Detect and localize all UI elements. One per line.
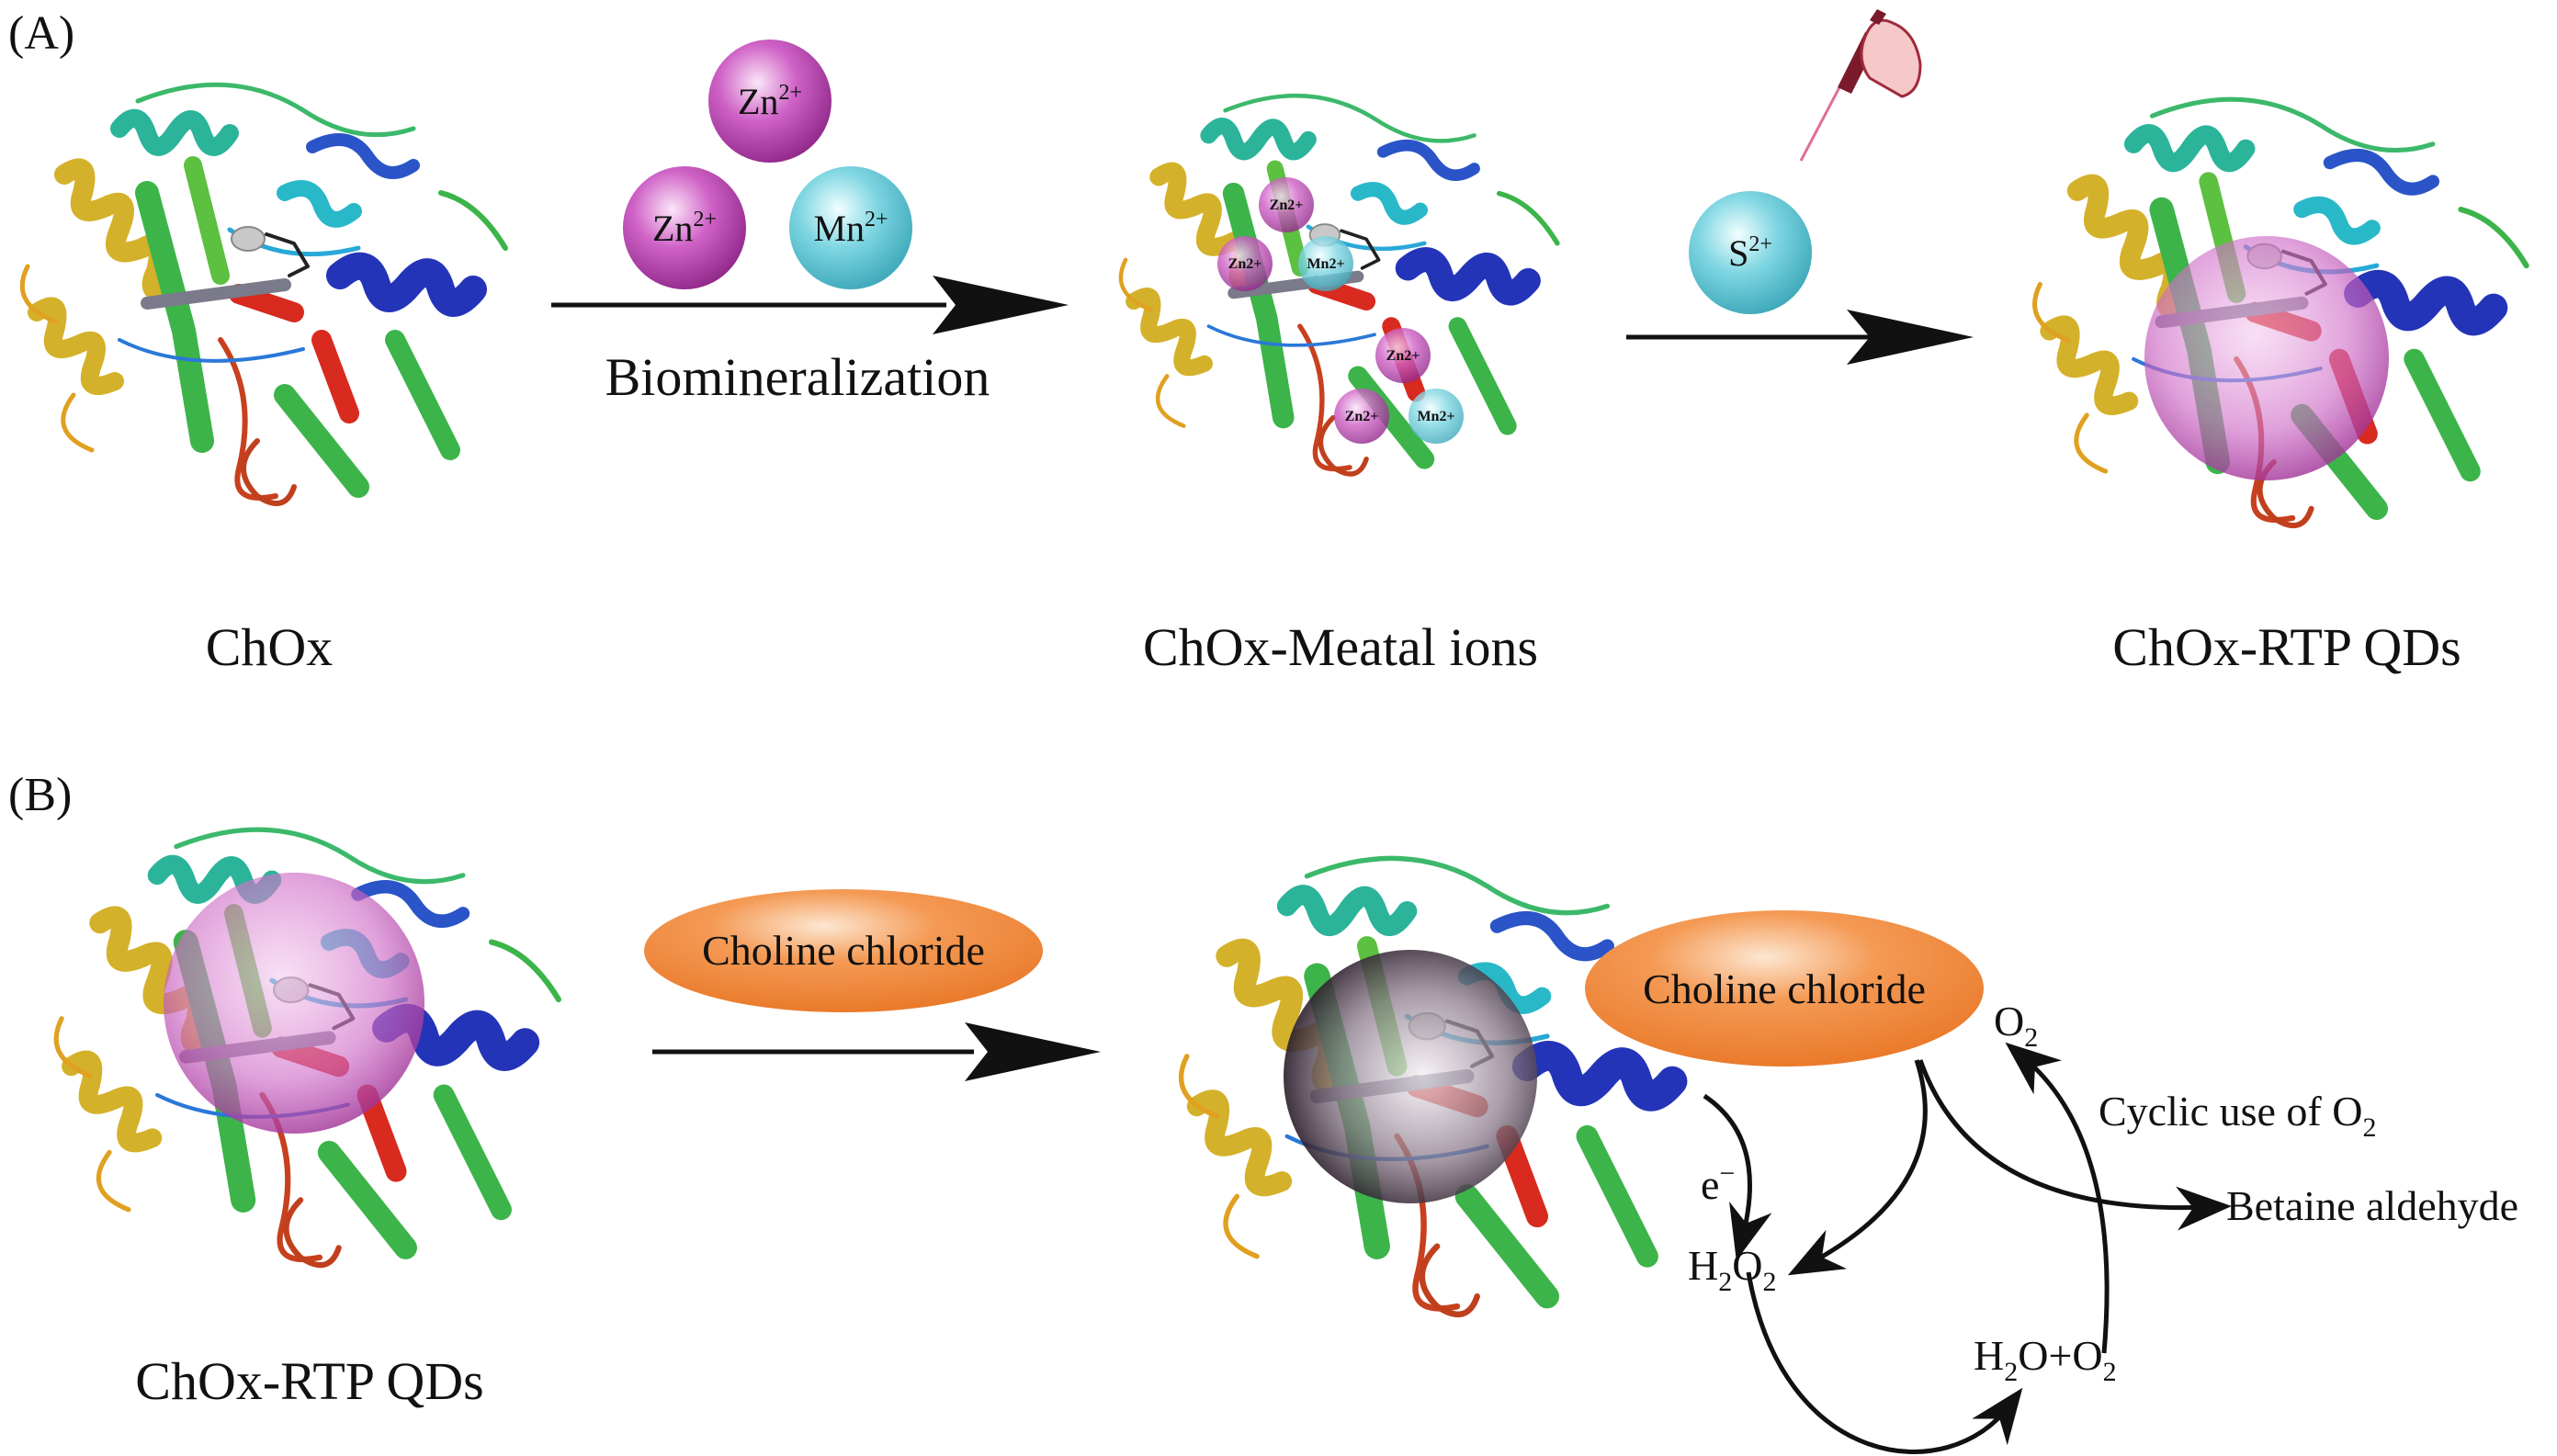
svg-text:Mn2+: Mn2+ [1417,409,1454,424]
cyclic-use-label: Cyclic use of O2 [2099,1088,2376,1143]
svg-text:S2+: S2+ [1728,232,1772,274]
qd-sphere-dark [1284,950,1537,1203]
svg-text:Choline chloride: Choline chloride [702,927,985,974]
svg-text:Zn2+: Zn2+ [652,208,717,249]
zn-ion-top: Zn2+ [708,40,832,163]
choline-chloride-bound: Choline chloride [1585,910,1984,1067]
svg-text:Zn2+: Zn2+ [1228,256,1262,272]
mn-ion: Mn2+ [789,166,912,289]
h2o2-decomposition-arrow [1746,1271,2023,1454]
arrowhead [1847,310,1974,365]
sulfide-ion: S2+ [1689,191,1812,314]
arrowhead [965,1022,1101,1081]
svg-text:Zn2+: Zn2+ [738,81,802,122]
arrowhead [933,276,1069,334]
qd-sphere [2144,236,2389,480]
h2o-o2-label: H2O+O2 [1974,1332,2117,1387]
zn-ion-left: Zn2+ [623,166,746,289]
qd-sphere-b [164,873,424,1134]
svg-text:Mn2+: Mn2+ [813,208,888,249]
choline-to-h2o2-arrow [1787,1059,1928,1276]
choline-chloride-substrate: Choline chloride [644,889,1043,1012]
label-chox-rtp-qds: ChOx-RTP QDs [2112,617,2461,677]
svg-text:Zn2+: Zn2+ [1386,348,1420,364]
electron-label: e− [1701,1158,1735,1208]
reaction-cycle-arrows [1703,1042,2232,1454]
electron-arrow [1703,1093,1772,1261]
svg-text:Mn2+: Mn2+ [1307,256,1344,272]
o2-regeneration-arrow [2005,1042,2110,1354]
panel-label-b: (B) [8,769,72,821]
svg-text:Zn2+: Zn2+ [1270,198,1304,213]
betaine-arrow [1918,1059,2232,1231]
betaine-aldehyde-label: Betaine aldehyde [2226,1182,2518,1229]
svg-text:Zn2+: Zn2+ [1345,409,1379,424]
o2-label: O2 [1994,998,2038,1053]
biomineralization-label: Biomineralization [605,347,990,407]
panel-label-a: (A) [8,7,74,60]
pipette-hand-icon [1799,9,1922,162]
svg-text:Choline chloride: Choline chloride [1643,965,1926,1012]
chox-protein-structure [22,85,505,503]
bound-ions: Zn2+ Zn2+ Mn2+ Zn2+ Zn2+ Mn2+ [1217,177,1464,444]
label-chox-rtp-qds-b: ChOx-RTP QDs [135,1351,483,1411]
h2o2-label: H2O2 [1688,1242,1776,1297]
label-chox: ChOx [206,617,334,677]
label-chox-metal-ions: ChOx-Meatal ions [1143,617,1538,677]
